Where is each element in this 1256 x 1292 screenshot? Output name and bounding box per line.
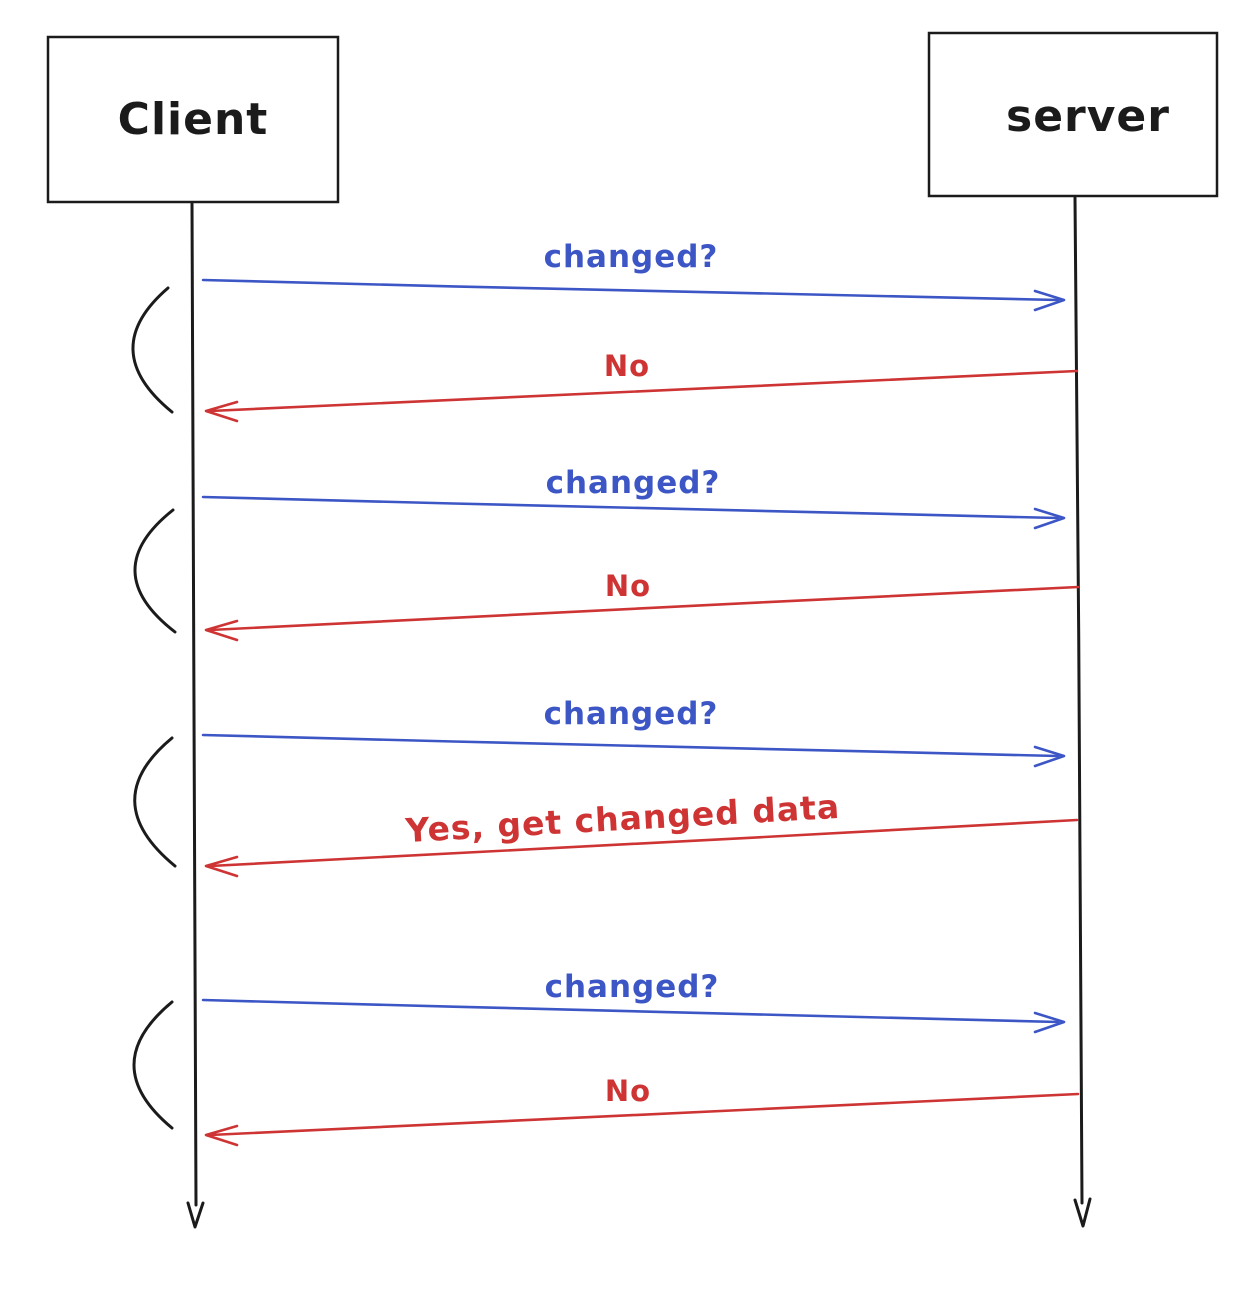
message-label: No [605,1074,651,1108]
arrowhead-right-icon [1033,289,1066,312]
server-lifeline [1073,196,1084,1205]
arrowhead-right-icon [1033,507,1066,530]
client-lifeline-arrowhead-icon [186,1201,205,1229]
server-lifeline-arrowhead-icon [1073,1197,1092,1228]
message-request-4: changed? [201,969,1066,1034]
wait-marker-2 [133,508,177,634]
message-request-3: changed? [201,696,1066,768]
wait-marker-1 [131,286,174,414]
client-label: Client [118,94,269,145]
message-line [208,585,1080,632]
message-response-1: No [204,349,1079,423]
message-response-3: Yes, get changed data [204,787,1079,878]
message-label: changed? [544,239,719,275]
message-label: changed? [546,465,721,501]
wait-marker-3 [133,736,177,868]
message-line [201,733,1060,758]
message-label: Yes, get changed data [404,787,842,850]
arrowhead-left-icon [204,1124,239,1147]
message-line [208,818,1079,868]
message-request-2: changed? [201,465,1066,530]
client-lifeline [190,202,198,1207]
message-request-1: changed? [201,239,1066,312]
wait-markers [131,286,177,1130]
message-line [201,998,1060,1024]
actor-server: server [927,31,1219,1228]
server-box [927,31,1219,198]
message-response-2: No [204,569,1080,642]
message-label: changed? [545,969,720,1005]
message-response-4: No [204,1074,1080,1147]
arrowhead-left-icon [204,619,239,642]
arrowhead-left-icon [204,400,239,423]
message-label: changed? [544,696,719,732]
message-label: No [605,569,651,603]
arrowhead-right-icon [1033,1011,1066,1034]
server-label: server [1006,91,1170,142]
message-line [208,1092,1080,1137]
message-line [201,495,1060,520]
arrowhead-right-icon [1033,745,1066,768]
wait-marker-4 [132,1000,174,1130]
actor-client: Client [46,35,340,1229]
message-line [201,278,1060,302]
client-box [46,35,340,204]
message-label: No [604,349,650,383]
message-line [208,369,1079,413]
arrowhead-left-icon [204,855,239,878]
